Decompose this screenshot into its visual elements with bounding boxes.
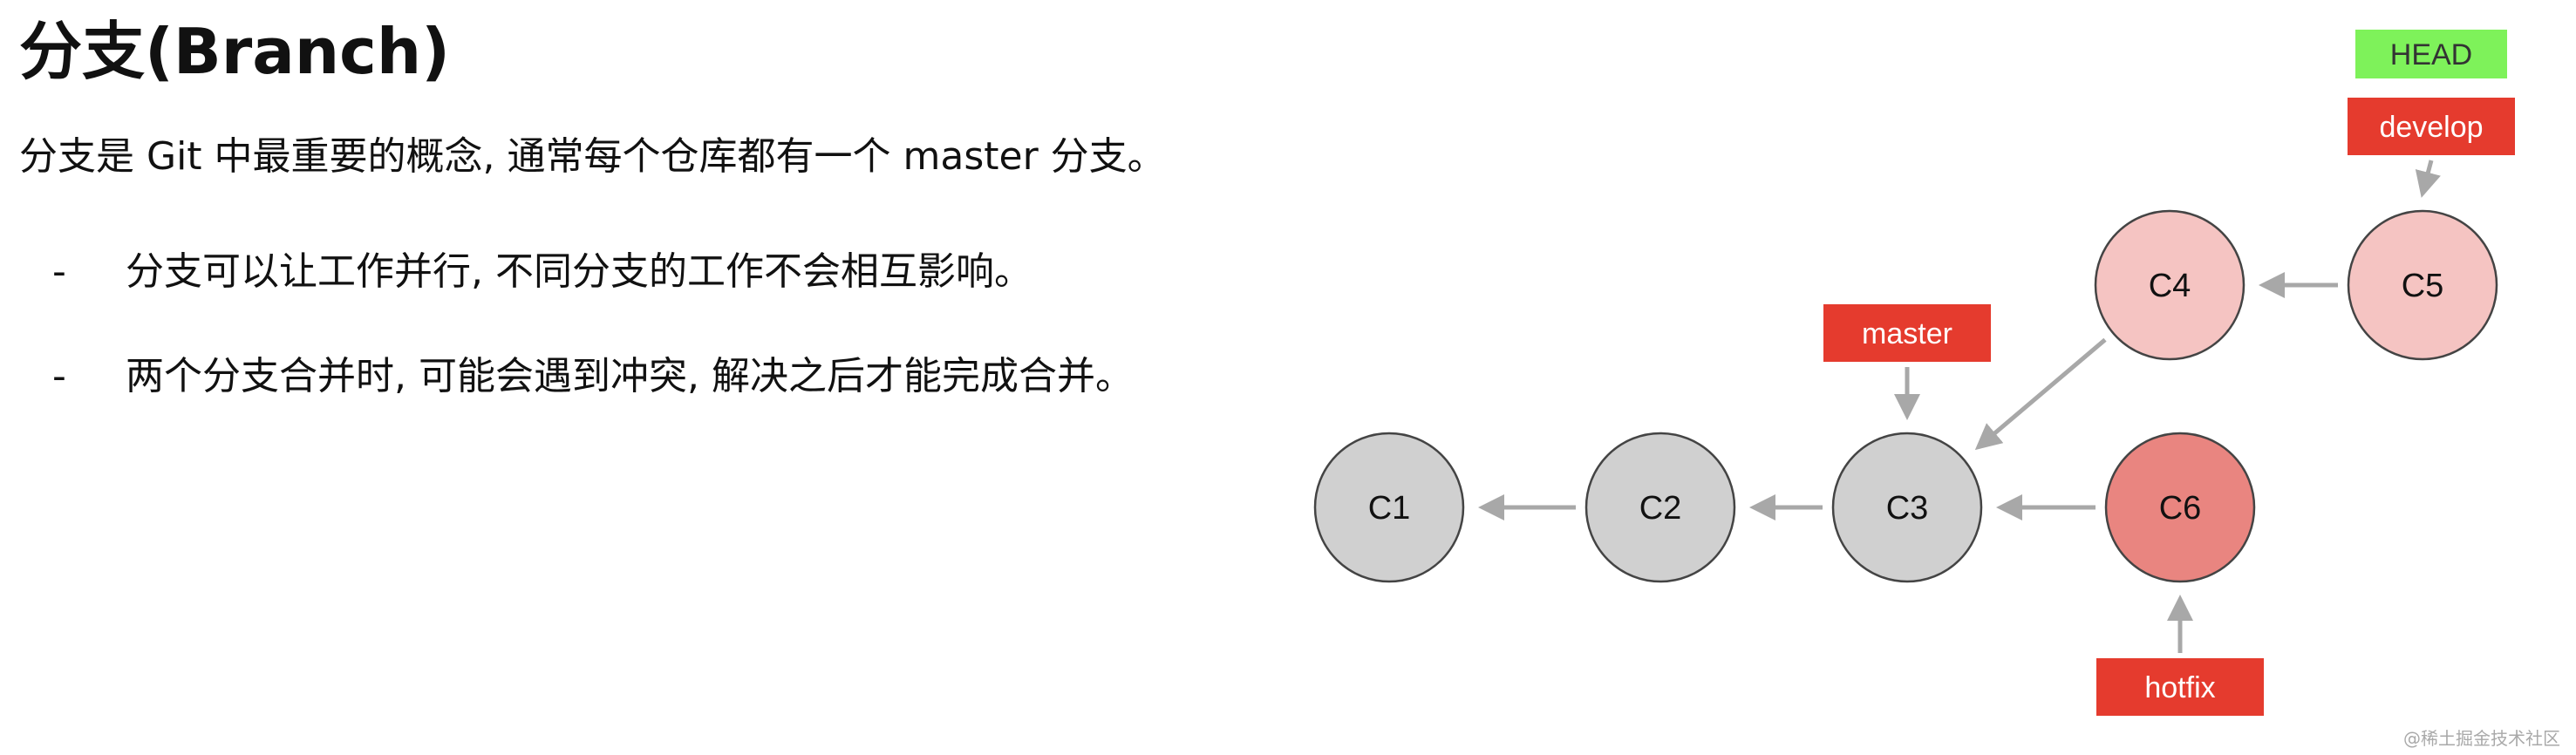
ref-arrow-develop	[2415, 160, 2441, 198]
ref-head: HEAD	[2355, 30, 2507, 78]
ref-master: master	[1823, 304, 1991, 362]
ref-develop: develop	[2348, 98, 2515, 155]
ref-label: develop	[2379, 111, 2483, 144]
bullet-dash: -	[52, 249, 66, 294]
ref-box	[2355, 30, 2507, 78]
bullet-text: 两个分支合并时, 可能会遇到冲突, 解决之后才能完成合并。	[126, 354, 1134, 398]
commit-label: C5	[2402, 268, 2444, 304]
ref-pointer-arrows	[1894, 160, 2441, 653]
intro-text: 分支是 Git 中最重要的概念, 通常每个仓库都有一个 master 分支。	[19, 134, 1166, 179]
commit-label: C3	[1886, 490, 1929, 527]
commit-circle	[2347, 209, 2498, 361]
ref-box	[2348, 98, 2515, 155]
commit-node-c5: C5	[2347, 209, 2498, 361]
commit-circle	[1584, 432, 1736, 583]
commit-label: C4	[2149, 268, 2191, 304]
ref-box	[2096, 658, 2264, 716]
ref-label: HEAD	[2390, 38, 2472, 71]
branch-refs: HEAD develop master hotfix	[1823, 30, 2515, 716]
bullet-dash: -	[52, 354, 66, 398]
commit-circle	[2104, 432, 2256, 583]
page-title: 分支(Branch)	[19, 15, 450, 88]
commit-node-c6: C6	[2104, 432, 2256, 583]
commit-circle	[1831, 432, 1983, 583]
commit-circle	[1313, 432, 1465, 583]
commit-label: C1	[1368, 490, 1411, 527]
commit-node-c2: C2	[1584, 432, 1736, 583]
commit-node-c4: C4	[2094, 209, 2245, 361]
commit-label: C6	[2159, 490, 2202, 527]
ref-label: master	[1862, 317, 1952, 350]
bullet-text: 分支可以让工作并行, 不同分支的工作不会相互影响。	[126, 249, 1032, 294]
edge-c4-to-c3	[1974, 337, 2107, 451]
commit-label: C2	[1639, 490, 1682, 527]
commit-edges	[1478, 272, 2338, 520]
ref-hotfix: hotfix	[2096, 658, 2264, 716]
commit-node-c1: C1	[1313, 432, 1465, 583]
ref-label: hotfix	[2144, 671, 2215, 704]
commit-circle	[2094, 209, 2245, 361]
ref-box	[1823, 304, 1991, 362]
watermark: @稀土掘金技术社区	[2403, 728, 2560, 749]
commit-node-c3: C3	[1831, 432, 1983, 583]
